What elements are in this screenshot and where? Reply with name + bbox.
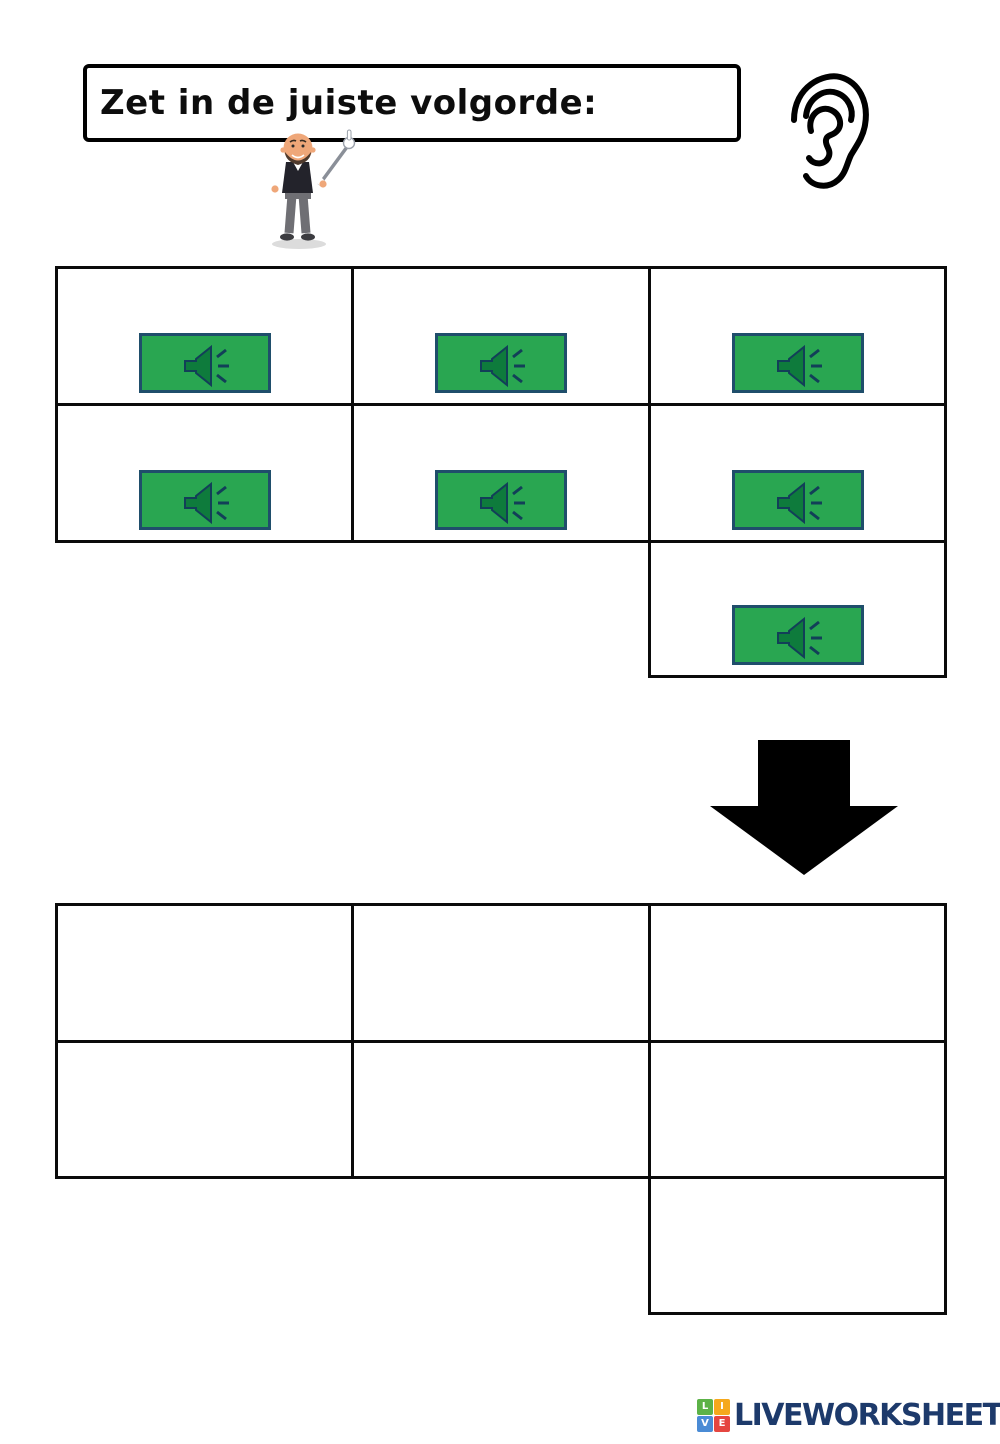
speaker-icon	[776, 481, 822, 524]
ear-icon	[791, 73, 869, 189]
answer-cell-absent	[57, 1178, 353, 1314]
answer-cell-absent	[353, 1178, 650, 1314]
speaker-icon	[776, 616, 822, 659]
logo-square-e: E	[714, 1416, 730, 1432]
source-cell	[351, 403, 651, 543]
title-box: Zet in de juiste volgorde:	[83, 64, 741, 142]
brand-name: LIVEWORKSHEETS	[734, 1398, 1000, 1433]
logo-square-i: I	[714, 1399, 730, 1415]
speaker-icon	[776, 344, 822, 387]
speaker-icon	[183, 344, 229, 387]
down-arrow-icon	[710, 740, 898, 875]
audio-play-button[interactable]	[138, 470, 271, 530]
audio-play-button[interactable]	[731, 470, 864, 530]
source-cell	[648, 540, 947, 678]
teacher-character-illustration	[271, 129, 356, 249]
source-cell	[55, 266, 354, 406]
audio-play-button[interactable]	[435, 470, 567, 530]
answer-cell[interactable]	[351, 1040, 651, 1179]
answer-table	[55, 903, 947, 1315]
answer-cell[interactable]	[648, 903, 947, 1043]
source-cell	[55, 403, 354, 543]
source-table	[55, 266, 947, 678]
source-cell-absent	[353, 542, 650, 677]
speaker-icon	[183, 481, 229, 524]
source-cell	[648, 403, 947, 543]
logo-square-l: L	[697, 1399, 713, 1415]
answer-cell[interactable]	[648, 1176, 947, 1315]
speaker-icon	[480, 481, 525, 524]
source-cell-absent	[57, 542, 353, 677]
source-cell	[648, 266, 947, 406]
speaker-icon	[480, 344, 525, 387]
liveworksheets-logo-grid: L I V E	[697, 1399, 730, 1432]
audio-play-button[interactable]	[731, 605, 864, 665]
answer-cell[interactable]	[55, 903, 354, 1043]
audio-play-button[interactable]	[731, 333, 864, 393]
answer-cell[interactable]	[351, 903, 651, 1043]
audio-play-button[interactable]	[435, 333, 567, 393]
audio-play-button[interactable]	[138, 333, 271, 393]
liveworksheets-logo[interactable]: L I V E LIVEWORKSHEETS	[697, 1399, 1000, 1432]
page-title: Zet in de juiste volgorde:	[100, 83, 598, 123]
answer-cell[interactable]	[648, 1040, 947, 1179]
logo-square-v: V	[697, 1416, 713, 1432]
answer-cell[interactable]	[55, 1040, 354, 1179]
source-cell	[351, 266, 651, 406]
